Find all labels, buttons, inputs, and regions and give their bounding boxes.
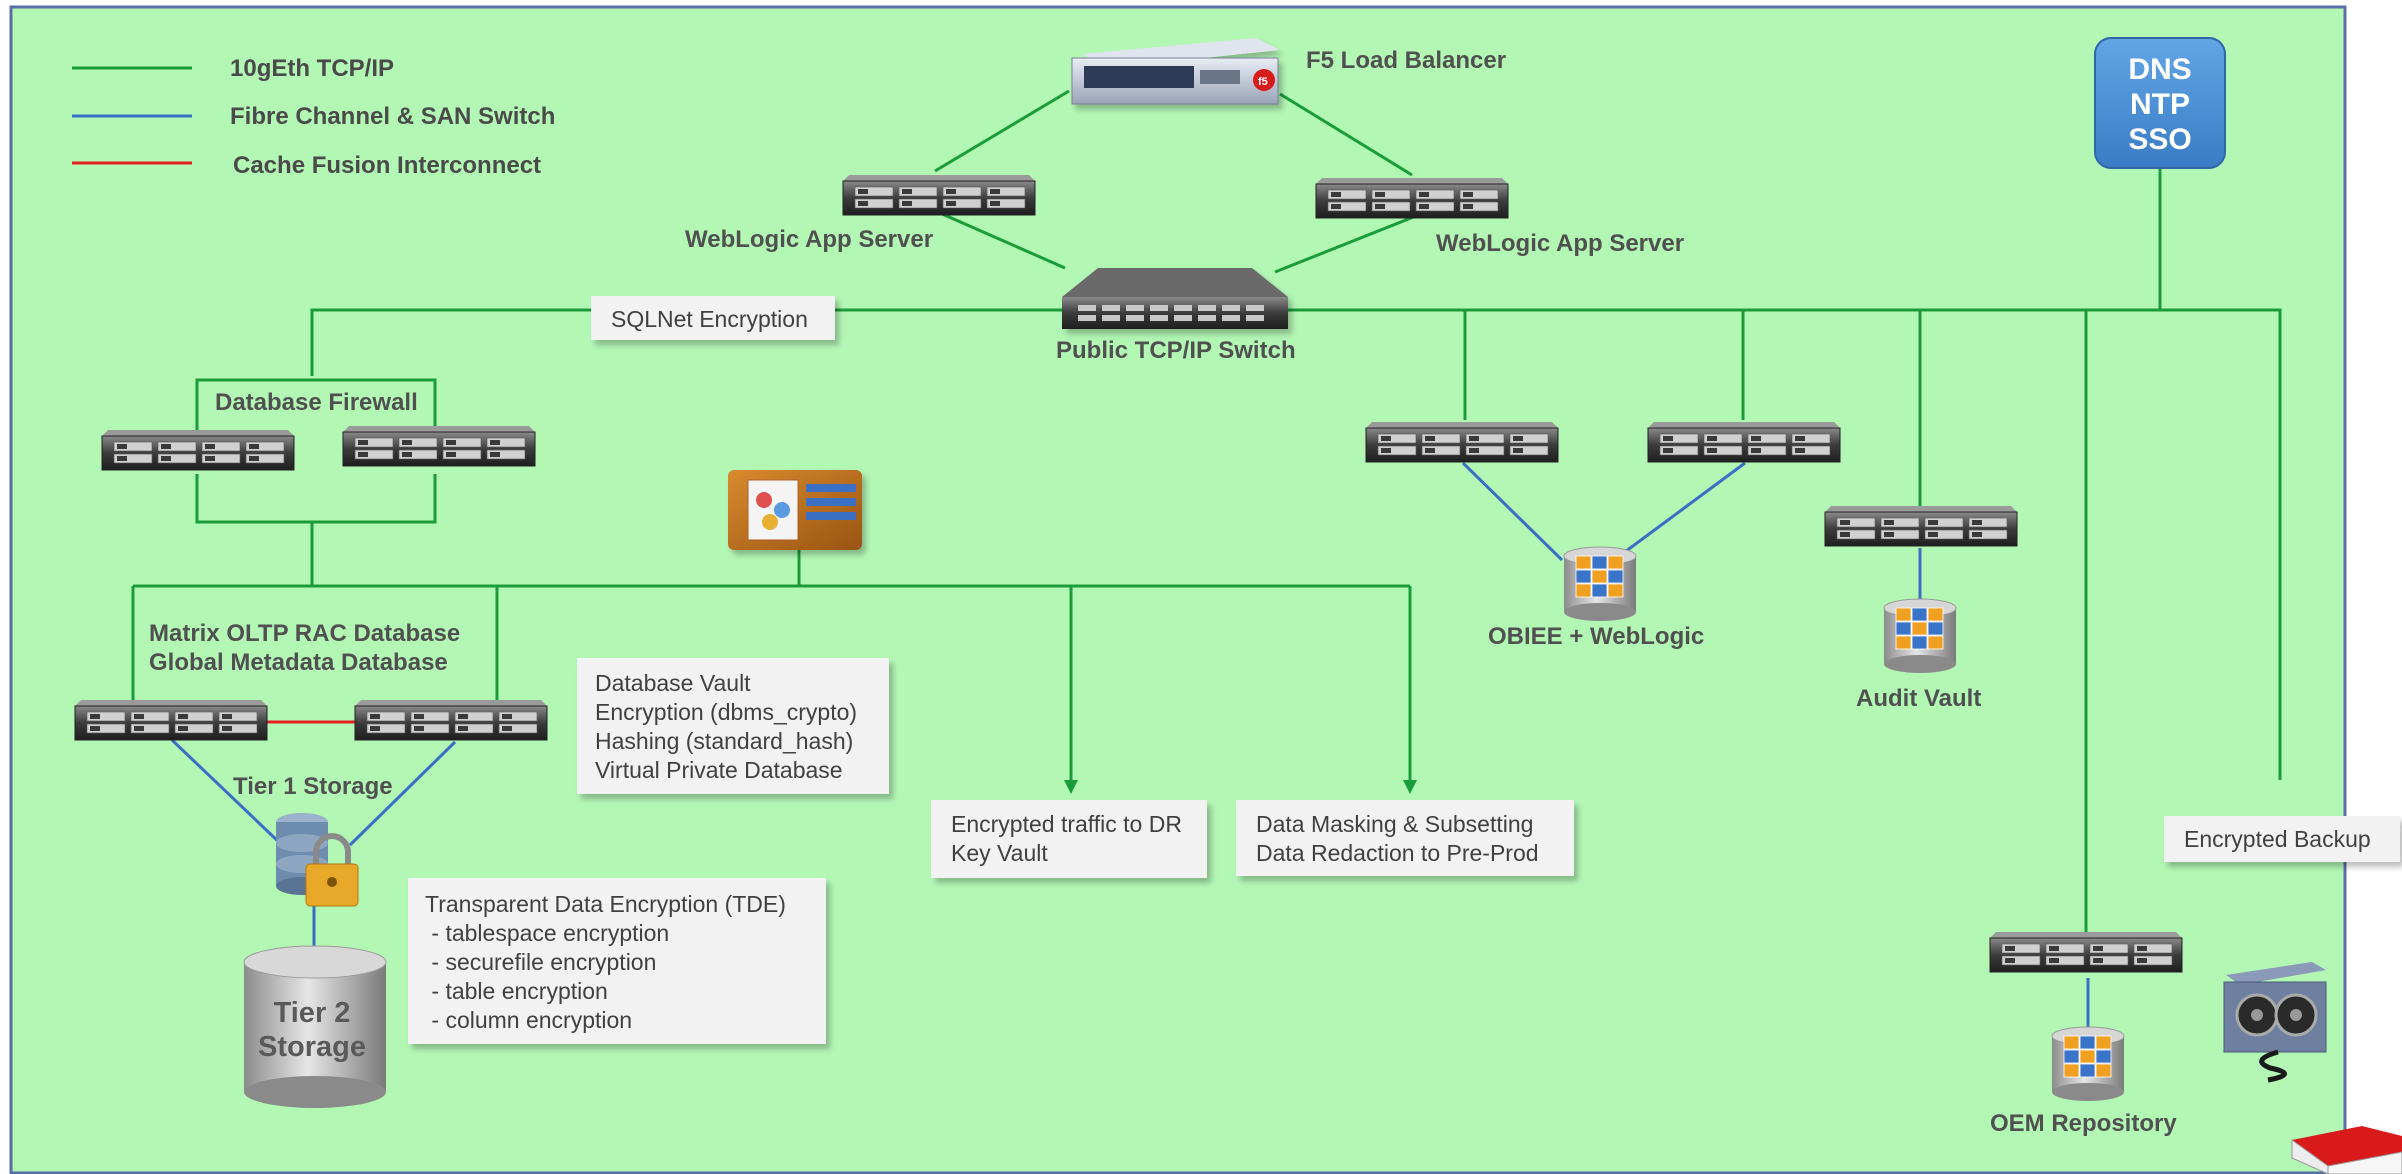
obiee-database-icon	[1563, 546, 1637, 621]
tcp-connections	[131, 89, 2282, 940]
database-vault-box: Database Vault Encryption (dbms_crypto) …	[577, 658, 889, 794]
oem-label: OEM Repository	[1990, 1110, 2177, 1137]
servers	[74, 175, 2183, 973]
rac-label-line2: Global Metadata Database	[149, 649, 448, 676]
dns-ntp-sso-box: DNS NTP SSO	[2094, 37, 2226, 169]
audit-vault-label: Audit Vault	[1856, 685, 1981, 712]
tde-line-3: - securefile encryption	[425, 949, 656, 975]
sqlnet-encryption-text: SQLNet Encryption	[611, 306, 808, 332]
legend-interconnect-label: Cache Fusion Interconnect	[233, 152, 541, 179]
tier2-storage-cylinder-icon: Tier 2 Storage	[243, 945, 387, 1108]
vault-line-2: Encryption (dbms_crypto)	[595, 699, 857, 725]
masking-line-1: Data Masking & Subsetting	[1256, 811, 1533, 837]
dns-label: DNS	[2128, 53, 2191, 86]
tde-line-4: - table encryption	[425, 978, 608, 1004]
vault-line-1: Database Vault	[595, 670, 751, 696]
sqlnet-encryption-box: SQLNet Encryption	[591, 296, 835, 340]
dr-line-2: Key Vault	[951, 840, 1048, 866]
tier2-label-line2: Storage	[258, 1031, 366, 1063]
weblogic-right-label: WebLogic App Server	[1436, 230, 1684, 257]
fibre-connections	[170, 461, 2090, 1028]
audit-server-icon	[1824, 506, 2018, 547]
tde-line-1: Transparent Data Encryption (TDE)	[425, 891, 786, 917]
audit-database-icon	[1883, 598, 1957, 673]
public-switch-label: Public TCP/IP Switch	[1056, 337, 1296, 364]
oem-database-icon	[2051, 1026, 2125, 1101]
tier1-label: Tier 1 Storage	[233, 773, 393, 800]
weblogic-server-right-icon	[1315, 178, 1509, 219]
masking-line-2: Data Redaction to Pre-Prod	[1256, 840, 1539, 866]
obiee-server-right-icon	[1647, 422, 1841, 463]
dr-line-1: Encrypted traffic to DR	[951, 811, 1182, 837]
obiee-server-left-icon	[1365, 422, 1559, 463]
tier1-storage-lock-icon	[276, 813, 359, 907]
firewall-server-right-icon	[342, 426, 536, 467]
database-cylinders	[1563, 546, 2125, 1101]
f5-load-balancer-icon: f5	[1071, 38, 1280, 105]
db-firewall-label: Database Firewall	[215, 389, 418, 416]
legend: 10gEth TCP/IP Fibre Channel & SAN Switch…	[72, 55, 555, 179]
wallet-icon	[728, 470, 862, 550]
ntp-label: NTP	[2130, 88, 2190, 121]
tape-backup-icon	[2223, 962, 2327, 1083]
tde-line-2: - tablespace encryption	[425, 920, 669, 946]
legend-fibre-label: Fibre Channel & SAN Switch	[230, 103, 555, 130]
svg-text:f5: f5	[1258, 76, 1268, 88]
diagram-background	[9, 5, 2347, 1174]
rac-node-1-icon	[74, 700, 268, 741]
dr-box: Encrypted traffic to DR Key Vault	[931, 800, 1207, 878]
book-icon	[2291, 1126, 2402, 1174]
rac-label-line1: Matrix OLTP RAC Database	[149, 620, 460, 647]
public-switch-icon	[1062, 268, 1288, 329]
tde-line-5: - column encryption	[425, 1007, 632, 1033]
vault-line-4: Virtual Private Database	[595, 757, 843, 783]
tier2-label-line1: Tier 2	[274, 997, 351, 1029]
rac-node-2-icon	[354, 700, 548, 741]
sso-label: SSO	[2128, 123, 2191, 156]
obiee-label: OBIEE + WebLogic	[1488, 623, 1704, 650]
tde-box: Transparent Data Encryption (TDE) - tabl…	[408, 878, 826, 1044]
encrypted-backup-box: Encrypted Backup	[2164, 816, 2400, 862]
weblogic-server-left-icon	[842, 175, 1036, 216]
oem-server-icon	[1989, 932, 2183, 973]
weblogic-left-label: WebLogic App Server	[685, 226, 933, 253]
encrypted-backup-text: Encrypted Backup	[2184, 826, 2371, 852]
f5-label: F5 Load Balancer	[1306, 47, 1506, 74]
firewall-server-left-icon	[101, 430, 295, 471]
legend-tcp-label: 10gEth TCP/IP	[230, 55, 394, 82]
vault-line-3: Hashing (standard_hash)	[595, 728, 853, 754]
masking-box: Data Masking & Subsetting Data Redaction…	[1236, 800, 1574, 876]
